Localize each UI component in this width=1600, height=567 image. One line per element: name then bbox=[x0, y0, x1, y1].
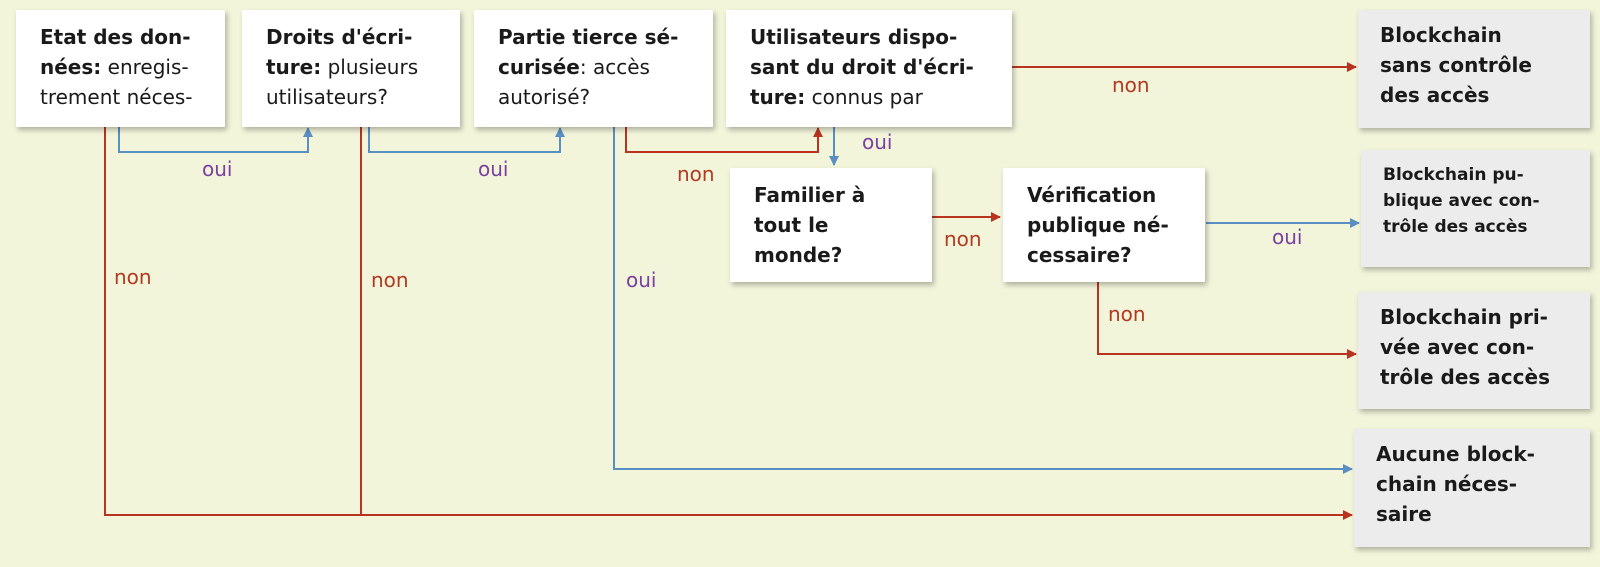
label-q2-non: non bbox=[371, 268, 409, 292]
label-q1-oui: oui bbox=[202, 157, 233, 181]
edge-q3-oui-r4 bbox=[613, 127, 1353, 474]
node-write-rights-bold: Droits d'écri- ture: bbox=[266, 25, 413, 79]
label-q4-oui: oui bbox=[862, 130, 893, 154]
node-writers-known: Utilisateurs dispo- sant du droit d'écri… bbox=[726, 10, 1012, 127]
node-public-verification: Vérification publique né- cessaire? bbox=[1003, 168, 1205, 282]
result-public-permissioned-blockchain: Blockchain pu- blique avec con- trôle de… bbox=[1361, 150, 1590, 267]
node-write-rights: Droits d'écri- ture: plusieurs utilisate… bbox=[242, 10, 460, 127]
label-q5-non: non bbox=[944, 227, 982, 251]
edge-q2-oui-q3 bbox=[368, 127, 565, 153]
label-q2-oui: oui bbox=[478, 157, 509, 181]
result-permissionless-blockchain: Blockchain sans contrôle des accès bbox=[1358, 10, 1590, 128]
label-q1-non: non bbox=[114, 265, 152, 289]
result-private-permissioned-blockchain: Blockchain pri- vée avec con- trôle des … bbox=[1358, 292, 1590, 409]
node-writers-known-text: connus par bbox=[805, 85, 923, 109]
label-q3-non: non bbox=[677, 162, 715, 186]
node-writers-known-bold: Utilisateurs dispo- sant du droit d'écri… bbox=[750, 25, 974, 109]
label-q4-non: non bbox=[1112, 73, 1150, 97]
node-familiar-everyone: Familier à tout le monde? bbox=[730, 168, 932, 282]
label-q6-oui: oui bbox=[1272, 225, 1303, 249]
node-trusted-third-party-bold: Partie tierce sé- curisée bbox=[498, 25, 679, 79]
label-q6-non: non bbox=[1108, 302, 1146, 326]
node-trusted-third-party: Partie tierce sé- curisée: accès autoris… bbox=[474, 10, 713, 127]
edge-q1-oui-q2 bbox=[118, 127, 313, 153]
result-no-blockchain-needed: Aucune block- chain néces- saire bbox=[1354, 429, 1590, 547]
node-write-rights-text: plusieurs utilisateurs? bbox=[266, 55, 419, 109]
node-data-state-bold: Etat des don- nées: bbox=[40, 25, 191, 79]
node-data-state-text: enregis- trement néces- bbox=[40, 55, 193, 109]
edge-q3-non-q4 bbox=[625, 127, 823, 153]
node-data-state: Etat des don- nées: enregis- trement néc… bbox=[16, 10, 225, 127]
label-q3-oui: oui bbox=[626, 268, 657, 292]
edge-q6-non-r3 bbox=[1097, 282, 1357, 359]
edge-q1-non-r4 bbox=[104, 127, 1353, 520]
node-trusted-third-party-text: : accès autorisé? bbox=[498, 55, 650, 109]
